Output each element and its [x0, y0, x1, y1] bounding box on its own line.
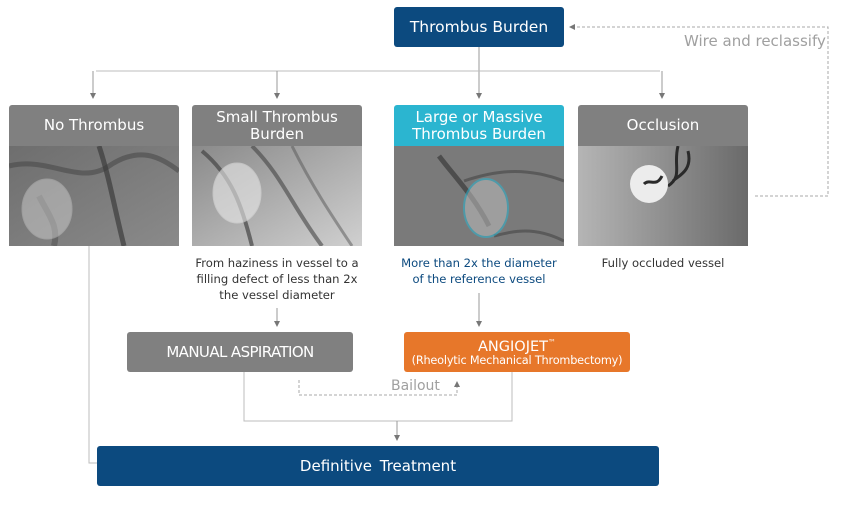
angiojet-subtitle: (Rheolytic Mechanical Thrombectomy): [411, 354, 623, 367]
angiogram-occlusion-image: [578, 146, 748, 246]
connector-bailout: [298, 380, 460, 396]
category-title: No Thrombus: [9, 105, 179, 146]
category-title: Large or Massive Thrombus Burden: [394, 105, 564, 146]
connector-no-thrombus-to-dt: [88, 246, 97, 464]
wire-reclassify-label: Wire and reclassify: [684, 32, 826, 50]
angiogram-image: [9, 146, 179, 246]
connector-wire-reclassify: [569, 24, 829, 197]
angiogram-small-thrombus-image: [192, 146, 362, 246]
angiogram-large-thrombus-image: [394, 146, 564, 246]
angiojet-title: ANGIOJET™: [478, 336, 556, 354]
connector-merge: [243, 372, 513, 422]
category-title: Occlusion: [578, 105, 748, 146]
category-card-occlusion: Occlusion Fully occluded vessel: [578, 105, 748, 271]
angiogram-image: [578, 146, 748, 246]
thrombus-burden-box: Thrombus Burden: [394, 7, 564, 47]
angiogram-image: [192, 146, 362, 246]
category-card-large-thrombus: Large or Massive Thrombus Burden More th…: [394, 105, 564, 287]
category-card-small-thrombus: Small Thrombus Burden From haziness in v…: [192, 105, 362, 303]
trademark-symbol: ™: [548, 338, 556, 347]
category-description: More than 2x the diameter of the referen…: [401, 256, 557, 286]
manual-aspiration-box: MANUAL ASPIRATION: [127, 332, 353, 372]
category-description: From haziness in vessel to a filling def…: [195, 256, 359, 302]
category-card-no-thrombus: No Thrombus: [9, 105, 179, 246]
angiojet-box: ANGIOJET™ (Rheolytic Mechanical Thrombec…: [404, 332, 630, 372]
angiogram-image: [394, 146, 564, 246]
angiojet-name: ANGIOJET: [478, 339, 548, 355]
category-description: Fully occluded vessel: [601, 256, 725, 270]
definitive-treatment-box: Definitive Treatment: [97, 446, 659, 486]
bailout-label: Bailout: [391, 378, 440, 394]
angiogram-no-thrombus-image: [9, 146, 179, 246]
category-title: Small Thrombus Burden: [192, 105, 362, 146]
